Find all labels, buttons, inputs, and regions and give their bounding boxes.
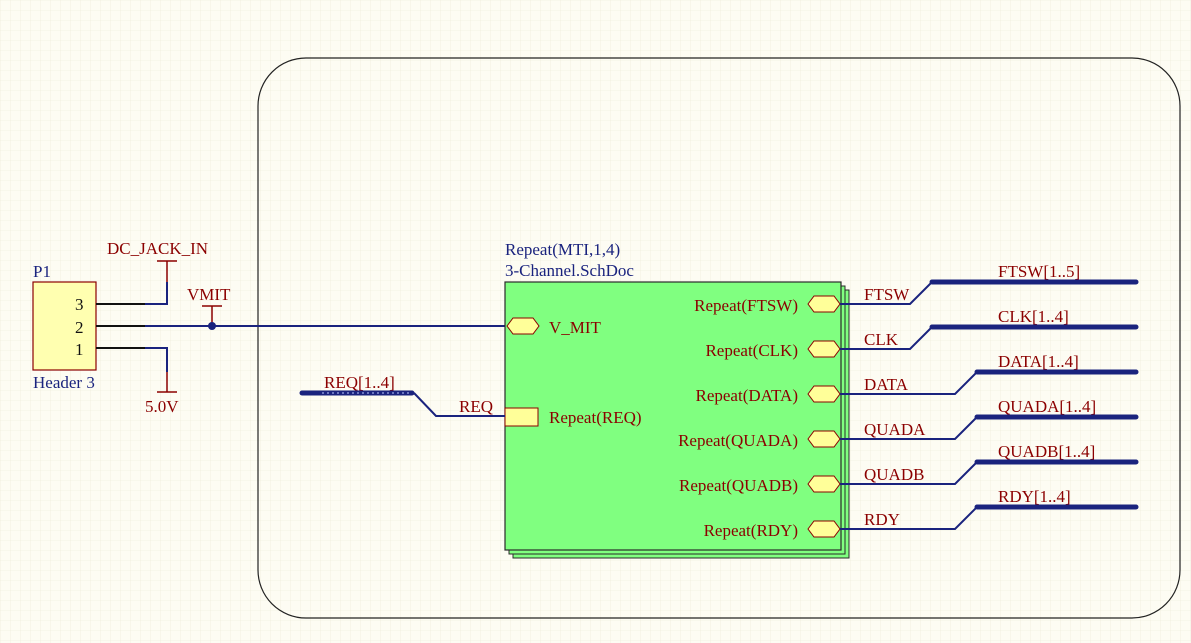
net-label-quadb: QUADB: [864, 465, 924, 484]
net-label-data: DATA: [864, 375, 909, 394]
wire-clk: [840, 326, 933, 350]
sheet-entry-rdy: Repeat(RDY): [704, 521, 798, 540]
sheet-body: [504, 281, 842, 551]
bus-label-rdy: RDY[1..4]: [998, 487, 1071, 506]
sheet-entry-clk: Repeat(CLK): [705, 341, 798, 360]
wire-pin3: [145, 282, 168, 305]
wire-rdy: [840, 506, 978, 530]
sheet-entry-quadb-icon: [807, 475, 841, 493]
sheet-entry-ftsw: Repeat(FTSW): [694, 296, 798, 315]
pin-number-3: 3: [75, 295, 84, 314]
sheet-entry-data: Repeat(DATA): [696, 386, 799, 405]
net-label-vmit: VMIT: [187, 285, 231, 304]
pin-number-2: 2: [75, 318, 84, 337]
sheet-entry-v-mit: V_MIT: [549, 318, 602, 337]
bus-label-quada: QUADA[1..4]: [998, 397, 1096, 416]
sheet-entry-data-icon: [807, 385, 841, 403]
wire-quada: [840, 416, 978, 440]
sheet-entry-clk-icon: [807, 340, 841, 358]
req-net-label: REQ: [459, 397, 493, 416]
req-input-bus[interactable]: REQ[1..4] REQ: [299, 373, 505, 417]
right-nets[interactable]: FTSW FTSW[1..5] CLK CLK[1..4] DATA DATA[…: [840, 262, 1139, 530]
net-label-ftsw: FTSW: [864, 285, 910, 304]
sheet-entry-quada-icon: [807, 430, 841, 448]
sheet-entry-rdy-icon: [807, 520, 841, 538]
sheet-entry-quadb: Repeat(QUADB): [679, 476, 798, 495]
wire-ftsw: [840, 281, 933, 305]
req-bus-label: REQ[1..4]: [324, 373, 395, 392]
req-bus-entry: [413, 392, 505, 417]
power-port-5v[interactable]: 5.0V: [145, 347, 179, 416]
sheet-entry-quada: Repeat(QUADA): [678, 431, 798, 450]
power-label-top: DC_JACK_IN: [107, 239, 208, 258]
connector-body: [32, 281, 97, 371]
power-label-bottom: 5.0V: [145, 397, 179, 416]
bus-label-ftsw: FTSW[1..5]: [998, 262, 1080, 281]
sheet-entry-v-mit-icon: [506, 317, 540, 335]
harness-frame: [257, 57, 1181, 619]
pin-number-1: 1: [75, 340, 84, 359]
sheet-symbol[interactable]: Repeat(MTI,1,4) 3-Channel.SchDoc V_MIT R…: [504, 240, 850, 559]
sheet-entry-req: Repeat(REQ): [549, 408, 642, 427]
junction-dot: [208, 322, 216, 330]
wire-quadb: [840, 461, 978, 485]
sheet-file-label: 3-Channel.SchDoc: [505, 261, 634, 280]
wire-data: [840, 371, 978, 395]
connector-p1[interactable]: P1 3 2 1 Header 3: [32, 262, 145, 392]
net-label-clk: CLK: [864, 330, 899, 349]
net-label-quada: QUADA: [864, 420, 926, 439]
bus-label-quadb: QUADB[1..4]: [998, 442, 1095, 461]
net-label-rdy: RDY: [864, 510, 900, 529]
bus-label-clk: CLK[1..4]: [998, 307, 1069, 326]
bus-label-data: DATA[1..4]: [998, 352, 1079, 371]
sheet-entry-ftsw-icon: [807, 295, 841, 313]
net-vmit[interactable]: VMIT: [145, 285, 505, 330]
sheet-repeat-label: Repeat(MTI,1,4): [505, 240, 620, 259]
wire-pin1: [145, 347, 168, 372]
power-port-dc-jack[interactable]: DC_JACK_IN: [107, 239, 208, 305]
connector-designator: P1: [33, 262, 51, 281]
sheet-entry-req-icon: [504, 407, 539, 427]
connector-name: Header 3: [33, 373, 95, 392]
